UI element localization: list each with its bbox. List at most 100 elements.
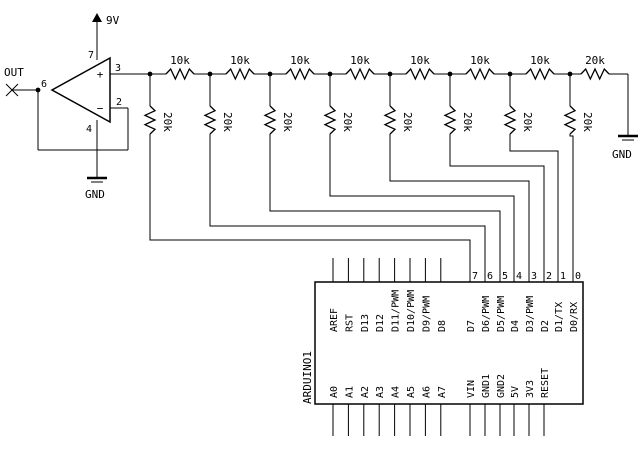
shunt-resistor-icon (503, 105, 517, 135)
ground-label-ladder: GND (612, 148, 632, 161)
series-resistor-icon (285, 67, 315, 81)
series-resistor-icon (465, 67, 495, 81)
op-amp-pin-in-minus-number: 2 (116, 97, 122, 108)
series-resistor-icon (405, 67, 435, 81)
ground-symbol-opamp: GND (85, 176, 107, 201)
series-resistor-value: 10k (290, 54, 310, 67)
ladder-to-arduino-wires (149, 134, 574, 282)
op-amp-pin-vminus-number: 4 (86, 124, 92, 135)
series-resistor-value: 10k (230, 54, 250, 67)
arduino-bottom-pin-label: A0 (329, 386, 340, 398)
arduino-pin-number: 7 (472, 271, 478, 282)
arduino-bottom-pin-label: GND2 (496, 374, 507, 398)
arduino-pin-number: 6 (487, 271, 493, 282)
arduino-pin-number: 5 (502, 271, 508, 282)
series-resistor-value: 10k (530, 54, 550, 67)
arduino-top-pin-label: D10/PWM (406, 290, 417, 332)
arduino-top-pin-label: D9/PWM (421, 296, 432, 332)
series-resistor-icon (580, 67, 610, 81)
arduino-top-pin-label: D1/TX (554, 302, 565, 332)
op-amp-triangle (50, 56, 111, 124)
arduino-top-pin-label: D8 (437, 320, 448, 332)
arduino-bottom-pin-label: A3 (375, 386, 386, 398)
series-resistor-icon (525, 67, 555, 81)
arduino-pin-number: 0 (575, 271, 581, 282)
shunt-resistor-value: 20k (281, 112, 294, 132)
series-resistor-value: 10k (170, 54, 190, 67)
arduino-pin-number: 1 (560, 271, 566, 282)
arduino-top-pin-label: D11/PWM (391, 290, 402, 332)
arduino-module: ARDUINO1 AREF RST D13 D12 D11/PWM D10/PWM D9/P… (301, 258, 584, 436)
signal-wire (209, 134, 486, 282)
ground-symbol-ladder: GND (612, 134, 638, 161)
arduino-top-pin-label: D4 (510, 320, 521, 332)
supply-9v: 9V (92, 13, 120, 27)
arduino-module-name: ARDUINO1 (301, 351, 314, 404)
arduino-top-pin-label: D13 (360, 314, 371, 332)
op-amp-pin-vplus-number: 7 (88, 50, 94, 61)
ground-label-opamp: GND (85, 188, 105, 201)
series-resistor-value: 10k (410, 54, 430, 67)
arduino-top-pin-label: D6/PWM (481, 296, 492, 332)
shunt-resistor-value: 20k (161, 112, 174, 132)
series-resistor-icon (225, 67, 255, 81)
series-resistor-value: 10k (470, 54, 490, 67)
shunt-resistor-value: 20k (461, 112, 474, 132)
shunt-resistor-icon (323, 105, 337, 135)
shunt-resistor-icon (383, 105, 397, 135)
resistor-ladder: 10k 10k 10k 10k 10k 10k 10k 20k 20k 20k 20k 20k 20k 2… (143, 54, 620, 135)
arduino-top-pin-label: D3/PWM (525, 296, 536, 332)
output-label: OUT (4, 66, 24, 79)
arduino-bottom-pin-label: A1 (344, 386, 355, 398)
arduino-bottom-pin-label: 5V (510, 386, 521, 398)
series-resistor-icon (165, 67, 195, 81)
arduino-bottom-pin-label: A6 (421, 386, 432, 398)
series-resistor-value: 10k (350, 54, 370, 67)
shunt-resistor-value: 20k (221, 112, 234, 132)
supply-arrow-icon (92, 13, 102, 22)
signal-wire (149, 134, 471, 282)
arduino-bottom-pin-label: VIN (466, 380, 477, 398)
op-amp-pin-in-plus-number: 3 (115, 63, 121, 74)
arduino-pin-number: 4 (516, 271, 522, 282)
arduino-bottom-pin-label: 3V3 (525, 380, 536, 398)
shunt-resistor-value: 20k (521, 112, 534, 132)
op-amp-pin-out-number: 6 (41, 79, 47, 90)
signal-wire (509, 134, 559, 282)
signal-wire (389, 134, 530, 282)
arduino-pin-number: 2 (546, 271, 552, 282)
arduino-top-pin-label: D2 (540, 320, 551, 332)
arduino-body (314, 281, 584, 405)
shunt-resistor-icon (443, 105, 457, 135)
arduino-bottom-pin-label: RESET (540, 368, 551, 398)
arduino-bottom-pin-label: A2 (360, 386, 371, 398)
shunt-resistor-value: 20k (341, 112, 354, 132)
arduino-pin-number: 3 (531, 271, 537, 282)
arduino-top-pin-label: D0/RX (569, 302, 580, 332)
arduino-top-pin-label: AREF (329, 308, 340, 332)
shunt-resistor-icon (263, 105, 277, 135)
arduino-bottom-pin-label: GND1 (481, 374, 492, 398)
supply-label: 9V (106, 14, 120, 27)
shunt-resistor-icon (143, 105, 157, 135)
shunt-resistor-value: 20k (401, 112, 414, 132)
arduino-top-pins: AREF RST D13 D12 D11/PWM D10/PWM D9/PWM D8 7D7 6D… (329, 258, 581, 332)
arduino-bottom-pin-label: A5 (406, 386, 417, 398)
arduino-top-pin-label: D7 (466, 320, 477, 332)
shunt-resistor-value: 20k (581, 112, 594, 132)
series-resistor-value: 20k (585, 54, 605, 67)
arduino-top-pin-label: D12 (375, 314, 386, 332)
signal-wire (329, 134, 515, 282)
arduino-top-pin-label: RST (344, 314, 355, 332)
arduino-bottom-pin-label: A7 (437, 386, 448, 398)
series-resistor-icon (345, 67, 375, 81)
op-amp-minus-sign: − (97, 102, 104, 115)
arduino-bottom-pin-label: A4 (391, 386, 402, 398)
signal-wire (269, 134, 501, 282)
op-amp: + − 6 7 3 2 4 (41, 50, 122, 135)
arduino-top-pin-label: D5/PWM (496, 296, 507, 332)
output-junction-dot (35, 87, 41, 93)
op-amp-plus-sign: + (97, 68, 104, 81)
static-wiring (12, 20, 629, 178)
